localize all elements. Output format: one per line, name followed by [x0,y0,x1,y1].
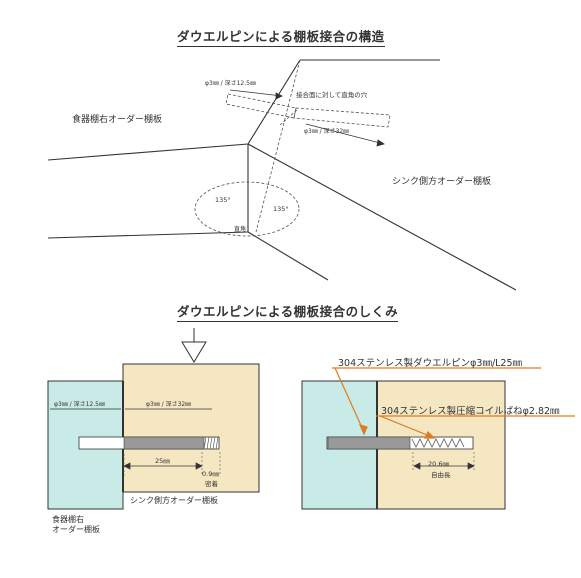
left-board-label-1: 食器棚右 [52,515,84,524]
right-angle-label: 直角 [234,226,247,233]
free-length-label: 20.6㎜ [428,460,449,468]
diagram-title-mechanism: ダウエルピンによる棚板接合のしくみ [177,301,399,322]
angle-left: 135° [215,196,231,204]
dim-left-hole: φ3㎜ / 深さ12.5㎜ [54,401,105,408]
coil-spring-label: 304ステンレス製圧縮コイルばねφ2.82㎜ [381,406,560,417]
hole-note: 接合面に対して直角の穴 [296,91,368,99]
pin-length-label: 25㎜ [155,457,170,465]
diagram-title-structure: ダウエルピンによる棚板接合の構造 [177,26,385,47]
gap-label: 0.9㎜ [202,470,219,478]
dowel-pin-label: 304ステンレス製ダウエルピンφ3㎜/L25㎜ [338,358,523,369]
left-board-label-2: オーダー棚板 [52,525,100,534]
right-board-label: シンク側方オーダー棚板 [130,496,218,505]
angle-right: 135° [273,205,289,213]
shelf-joint-perspective [47,59,517,291]
hole-spec-left: φ3㎜ / 深さ12.5㎜ [205,80,256,87]
left-shelf-label: 食器棚右オーダー棚板 [72,115,163,125]
hole-spec-right: φ3㎜ / 深さ32㎜ [304,128,350,135]
gap-sub-label: 密着 [205,480,218,488]
right-shelf-label: シンク側方オーダー棚板 [392,177,492,187]
dim-right-hole: φ3㎜ / 深さ32㎜ [146,401,192,408]
free-length-sub-label: 自由長 [431,471,451,479]
